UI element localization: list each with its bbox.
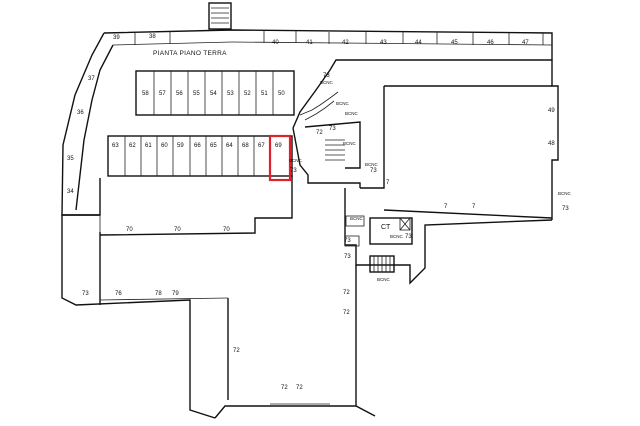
unit-label: 70 xyxy=(174,227,181,233)
unit-label: 70 xyxy=(223,227,230,233)
unit-label: 42 xyxy=(342,40,349,46)
unit-label: 49 xyxy=(548,108,555,114)
unit-label: 50 xyxy=(278,91,285,97)
bcnc-label: BCNC xyxy=(289,158,303,163)
unit-label: 38 xyxy=(149,34,156,40)
unit-label: 63 xyxy=(112,143,119,149)
unit-label: 68 xyxy=(242,143,249,149)
unit-label-highlighted: 69 xyxy=(275,143,282,149)
unit-label: 45 xyxy=(451,40,458,46)
unit-label: 54 xyxy=(210,91,217,97)
core-label: 73 xyxy=(562,206,569,212)
unit-label: 56 xyxy=(176,91,183,97)
unit-label: 60 xyxy=(161,143,168,149)
core-label: 73 xyxy=(323,73,330,79)
unit-label: 72 xyxy=(281,385,288,391)
unit-label: 76 xyxy=(115,291,122,297)
unit-label: 43 xyxy=(380,40,387,46)
unit-label: 72 xyxy=(296,385,303,391)
unit-label: 52 xyxy=(244,91,251,97)
unit-label: 55 xyxy=(193,91,200,97)
unit-label: 65 xyxy=(210,143,217,149)
core-label: 73 xyxy=(290,168,297,174)
unit-label: 78 xyxy=(155,291,162,297)
core-label: 73 xyxy=(370,168,377,174)
unit-label: 48 xyxy=(548,141,555,147)
bcnc-label: BCNC xyxy=(390,234,404,239)
unit-label: 64 xyxy=(226,143,233,149)
unit-label: 36 xyxy=(77,110,84,116)
unit-label: 57 xyxy=(159,91,166,97)
bcnc-label: BCNC xyxy=(377,277,391,282)
unit-label: 34 xyxy=(67,189,74,195)
core-label: 7 xyxy=(444,204,448,210)
unit-label: 44 xyxy=(415,40,422,46)
core-label: 72 xyxy=(316,130,323,136)
bcnc-label: BCNC xyxy=(558,191,572,196)
unit-label: 40 xyxy=(272,40,279,46)
core-label: 73 xyxy=(405,234,412,240)
plan-title: PIANTA PIANO TERRA xyxy=(153,50,227,57)
bcnc-label: BCNC xyxy=(365,162,379,167)
unit-label: 58 xyxy=(142,91,149,97)
core-label: 7 xyxy=(472,204,476,210)
unit-label: 53 xyxy=(227,91,234,97)
unit-label: 70 xyxy=(126,227,133,233)
ct-room-label: CT xyxy=(381,224,391,231)
unit-label: 39 xyxy=(113,35,120,41)
unit-label: 47 xyxy=(522,40,529,46)
core-label: 73 xyxy=(344,238,351,244)
unit-label: 35 xyxy=(67,156,74,162)
unit-label: 61 xyxy=(145,143,152,149)
unit-label: 79 xyxy=(172,291,179,297)
core-label: 7 xyxy=(386,180,390,186)
unit-label: 72 xyxy=(233,348,240,354)
unit-label: 46 xyxy=(487,40,494,46)
unit-label: 41 xyxy=(306,40,313,46)
unit-label: 62 xyxy=(129,143,136,149)
core-label: 73 xyxy=(329,126,336,132)
unit-label: 59 xyxy=(177,143,184,149)
bcnc-label: BCNC xyxy=(336,101,350,106)
core-label: 73 xyxy=(344,254,351,260)
bcnc-label: BCNC xyxy=(345,111,359,116)
unit-label: 72 xyxy=(343,290,350,296)
wall-outline xyxy=(61,2,559,419)
unit-label: 72 xyxy=(343,310,350,316)
unit-label: 67 xyxy=(258,143,265,149)
unit-label: 66 xyxy=(194,143,201,149)
bcnc-label: BCNC xyxy=(350,216,364,221)
bcnc-label: BCNC xyxy=(320,80,334,85)
unit-label: 37 xyxy=(88,76,95,82)
unit-label: 73 xyxy=(82,291,89,297)
unit-label: 51 xyxy=(261,91,268,97)
highlighted-unit-marker xyxy=(268,134,292,182)
bcnc-label: BCNC xyxy=(343,141,357,146)
